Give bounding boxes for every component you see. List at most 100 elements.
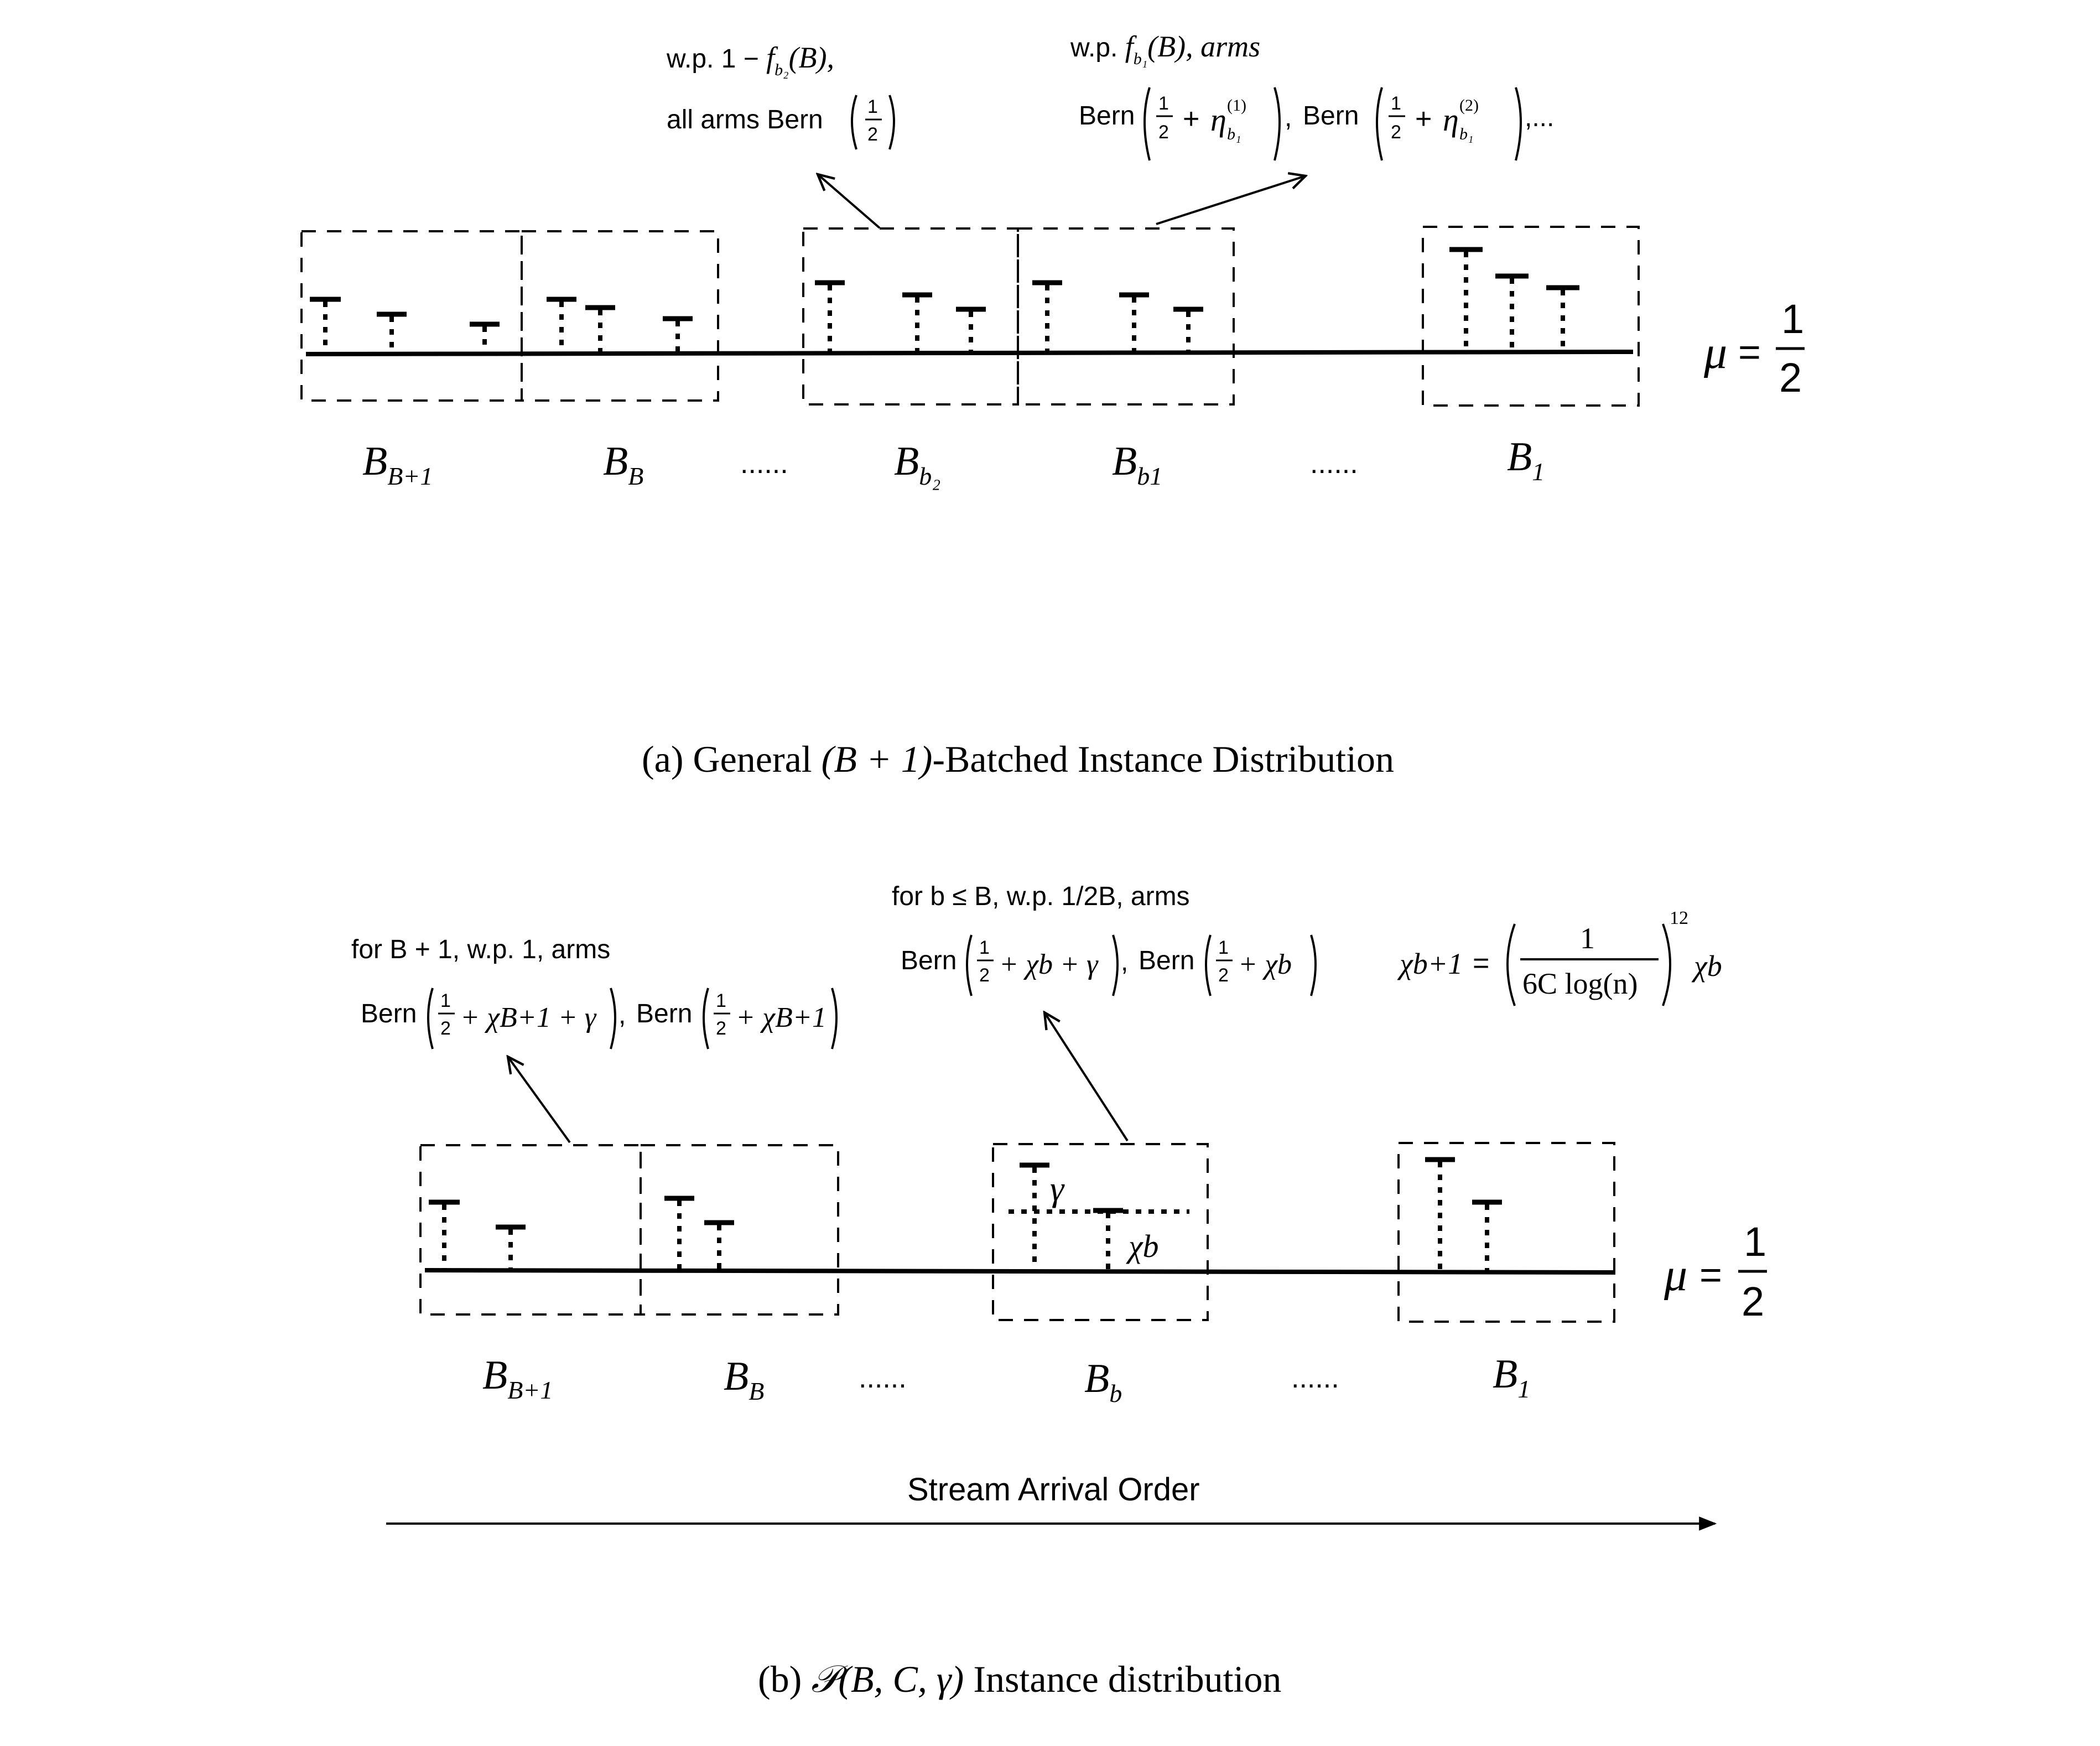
- paren-left: [1376, 87, 1383, 161]
- eta-symbol: η: [1443, 102, 1459, 138]
- half-num: 1: [716, 990, 726, 1011]
- paren-left: [966, 934, 973, 996]
- f-subscript: b₁: [1134, 50, 1147, 68]
- label-sub: B: [748, 1377, 764, 1405]
- batch-box-a-Bplus1: [300, 230, 523, 402]
- frac-den-text: 6C log(n): [1522, 967, 1638, 1000]
- arrow-to-callout-a-left: [818, 174, 881, 229]
- bern-label-2: Bern: [1139, 946, 1194, 975]
- half-num: 1: [979, 937, 990, 958]
- caption-prefix: (a) General: [642, 738, 822, 780]
- paren-left: [1506, 923, 1516, 1006]
- mu-symbol: μ: [1664, 1249, 1687, 1301]
- batch-label: Bb1: [1112, 439, 1162, 490]
- frac-num: 1: [867, 96, 878, 117]
- eta-superscript: (1): [1227, 96, 1246, 115]
- text-suffix: (B),: [789, 41, 834, 74]
- caption-prefix: (b): [758, 1658, 811, 1700]
- formula-equals: =: [1473, 947, 1489, 979]
- eta-superscript: (2): [1459, 96, 1479, 115]
- mu-label-a: μ = 1 2: [1703, 296, 1805, 401]
- comma: ,: [618, 1000, 626, 1030]
- label-main: B: [1112, 439, 1137, 484]
- batch-label: BB: [603, 439, 643, 490]
- paren-right: [1112, 934, 1119, 996]
- caption-suffix: Instance distribution: [964, 1658, 1281, 1700]
- ellipsis-b-1: ......: [859, 1362, 907, 1394]
- callout-a-left: w.p. 1 − fb₂(B), all arms Bern 1 2: [666, 41, 895, 150]
- callout-b-mid-line1: for b ≤ B, w.p. 1/2B, arms: [892, 882, 1190, 911]
- caption-a: (a) General (B + 1)-Batched Instance Dis…: [642, 738, 1394, 780]
- label-sub: 1: [1517, 1375, 1530, 1403]
- batch-box-b-B: [640, 1144, 839, 1316]
- label-main: B: [603, 439, 628, 484]
- callout-b-left: for B + 1, w.p. 1, arms Bern 1 2 + χB+1 …: [351, 935, 838, 1049]
- label-sub: b₂: [919, 462, 940, 490]
- label-sub: b: [1109, 1379, 1122, 1407]
- half-num: 1: [1218, 937, 1229, 958]
- equals-sign: =: [1738, 330, 1761, 373]
- paren-right: [1273, 87, 1281, 161]
- eta-subscript: b₁: [1227, 125, 1241, 143]
- ellipsis-a-1: ......: [740, 448, 788, 480]
- batch-label: B1: [1507, 434, 1545, 486]
- mu-frac-num: 1: [1744, 1219, 1766, 1265]
- label-main: B: [362, 439, 387, 484]
- paren-right: [831, 988, 838, 1049]
- paren-left: [851, 95, 857, 150]
- callout-a-right-line1: w.p. fb₁(B), arms: [1070, 30, 1260, 68]
- paren-right: [610, 988, 616, 1049]
- mu-label-b: μ = 1 2: [1664, 1219, 1767, 1324]
- mu-frac-den: 2: [1742, 1279, 1764, 1324]
- batch-box-b-b: [992, 1143, 1209, 1321]
- label-sub: b1: [1137, 462, 1162, 490]
- f-subscript: b₂: [774, 61, 788, 79]
- stream-arrival-label: Stream Arrival Order: [907, 1472, 1200, 1508]
- batch-labels-b: BB+1 BB Bb B1: [482, 1352, 1530, 1407]
- label-main: B: [724, 1354, 748, 1399]
- batch-label: B1: [1493, 1352, 1530, 1403]
- label-main: B: [1507, 434, 1532, 480]
- paren-right: [1310, 934, 1317, 996]
- chi-recurrence-formula: χb+1 = 1 6C log(n) 12 χb: [1397, 908, 1722, 1006]
- chi-b-label: χb: [1126, 1228, 1159, 1264]
- comma: ,: [1285, 103, 1292, 132]
- equals-sign: =: [1699, 1253, 1722, 1296]
- batch-box-b-1: [1397, 1142, 1615, 1323]
- callout-a-left-line1: w.p. 1 − fb₂(B),: [666, 41, 834, 79]
- plus-sign: +: [1415, 103, 1432, 135]
- ellipsis-b-2: ......: [1291, 1362, 1339, 1394]
- ellipsis: ,...: [1525, 103, 1554, 132]
- half-den: 2: [1218, 965, 1229, 986]
- batch-box-a-1: [1422, 226, 1640, 407]
- half-den: 2: [716, 1018, 726, 1039]
- formula-frac-den: 6C log(n): [1522, 967, 1638, 1000]
- half-num: 1: [1391, 93, 1401, 114]
- term-chi-plus-gamma: + χB+1 + γ: [460, 1002, 597, 1033]
- batch-box-b-Bplus1: [419, 1144, 642, 1316]
- ellipsis-a-2: ......: [1310, 448, 1358, 480]
- panel-b: for B + 1, w.p. 1, arms Bern 1 2 + χB+1 …: [351, 882, 1767, 1700]
- half-den: 2: [440, 1018, 451, 1039]
- caption-math: 𝒫(B, C, γ): [811, 1658, 964, 1700]
- formula-lhs: χb+1: [1397, 947, 1463, 980]
- eta-subscript: b₁: [1459, 125, 1473, 143]
- formula-frac-num: 1: [1580, 922, 1595, 955]
- gamma-label: γ: [1050, 1169, 1065, 1208]
- arrow-to-callout-b-mid: [1044, 1012, 1129, 1142]
- label-sub: B+1: [507, 1376, 553, 1404]
- eta-symbol: η: [1210, 102, 1226, 138]
- batch-label: Bb: [1084, 1356, 1122, 1407]
- plus-sign: +: [1183, 103, 1199, 135]
- label-main: B: [1084, 1356, 1109, 1401]
- batch-label: BB+1: [482, 1353, 553, 1404]
- frac-den: 2: [867, 124, 878, 145]
- paren-left: [1143, 87, 1151, 161]
- text-prefix: w.p.: [1070, 33, 1125, 63]
- batch-box-a-b2: [802, 227, 1019, 406]
- batch-labels-a: BB+1 BB Bb₂ Bb1 B1: [362, 434, 1545, 490]
- mean-axis-a: [305, 350, 1634, 356]
- formula-rhs: χb: [1691, 949, 1722, 983]
- label-sub: B+1: [387, 462, 433, 490]
- paren-left: [1205, 934, 1212, 996]
